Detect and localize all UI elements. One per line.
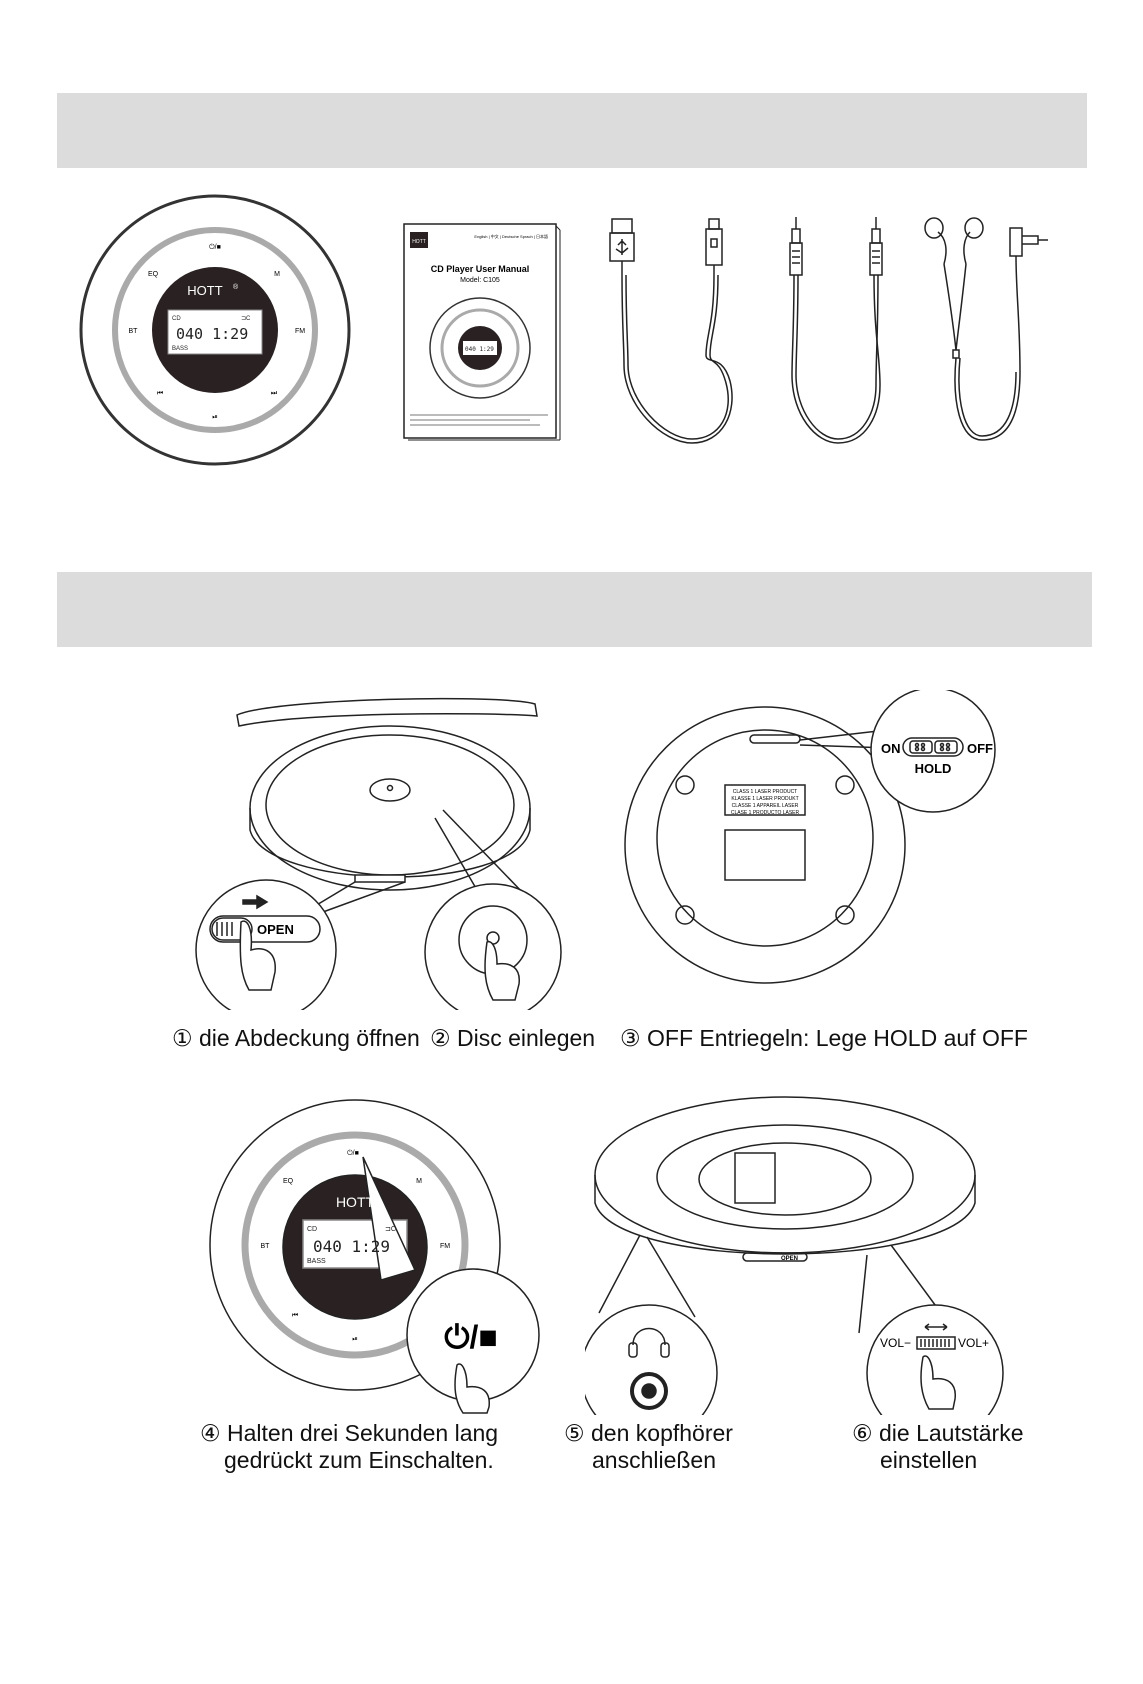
lcd-time-display: 040 1:29 [176, 325, 248, 343]
svg-text:BASS: BASS [172, 346, 188, 352]
svg-text:M: M [416, 1178, 422, 1185]
manual-languages: English | 中文 | Deutsche Sprach | 日本語 [474, 233, 548, 239]
step-4-caption-line-2: gedrückt zum Einschalten. [224, 1447, 494, 1474]
svg-text:⏻/■: ⏻/■ [347, 1149, 359, 1157]
svg-text:HOTT: HOTT [336, 1194, 375, 1210]
svg-text:OPEN: OPEN [781, 1256, 798, 1262]
open-slider-label: OPEN [257, 922, 294, 937]
svg-text:⏮: ⏮ [292, 1312, 298, 1319]
svg-text:⏯: ⏯ [352, 1336, 358, 1343]
vol-minus-label: VOL− [880, 1336, 911, 1350]
power-stop-icon: ⏻/■ [444, 1319, 498, 1355]
play-button: ⏯ [212, 414, 218, 421]
svg-text:FM: FM [440, 1243, 450, 1250]
step-6-caption-line-2: einstellen [880, 1447, 977, 1474]
svg-text:040 1:29: 040 1:29 [313, 1237, 390, 1256]
m-button: M [274, 271, 280, 278]
step-1-caption: ① die Abdeckung öffnen [172, 1025, 420, 1052]
earphones-image [920, 212, 1060, 452]
hold-switch-illustration: CLASS 1 LASER PRODUCT KLASSE 1 LASER PRO… [615, 690, 1015, 1000]
step-5-caption-line-2: anschließen [592, 1447, 716, 1474]
cd-player-front-image: HOTT ® CD ⊐C 040 1:29 BASS ⏻/■ EQ M BT F… [78, 193, 353, 468]
svg-text:HOTT: HOTT [412, 239, 426, 245]
hold-off-label: OFF [967, 741, 993, 756]
prev-button: ⏮ [157, 390, 163, 397]
step-2-caption: ② Disc einlegen [430, 1025, 595, 1052]
fm-button: FM [295, 328, 305, 335]
vol-plus-label: VOL+ [958, 1336, 989, 1350]
svg-text:BT: BT [261, 1243, 271, 1250]
svg-text:CLASSE 1 APPAREIL LASER: CLASSE 1 APPAREIL LASER [732, 803, 799, 809]
headphone-volume-illustration: OPEN VOL− VOL+ [585, 1095, 1015, 1415]
bt-button: BT [129, 328, 139, 335]
step-4-caption-line-1: ④ Halten drei Sekunden lang [200, 1420, 498, 1447]
svg-text:EQ: EQ [283, 1178, 294, 1185]
manual-title: CD Player User Manual [431, 264, 530, 274]
svg-text:CD: CD [307, 1226, 317, 1233]
next-button: ⏭ [271, 390, 278, 397]
hold-label: HOLD [915, 761, 952, 776]
aux-cable-image [776, 215, 896, 450]
manual-model: Model: C105 [460, 277, 500, 284]
user-manual-booklet-image: HOTT English | 中文 | Deutsche Sprach | 日本… [398, 218, 563, 444]
svg-text:⊐C: ⊐C [385, 1226, 396, 1233]
svg-text:KLASSE 1 LASER PRODUKT: KLASSE 1 LASER PRODUKT [731, 796, 798, 802]
svg-text:®: ® [233, 283, 239, 291]
svg-text:CLASE 1 PRODUCTO LASER: CLASE 1 PRODUCTO LASER [731, 810, 800, 816]
svg-text:CLASS 1 LASER PRODUCT: CLASS 1 LASER PRODUCT [733, 789, 797, 795]
usb-cable-image [602, 215, 737, 450]
power-on-illustration: HOTT CD ⊐C 040 1:29 BASS ⏻/■ EQ M BT FM … [205, 1095, 540, 1415]
open-cover-illustration: OPEN [185, 690, 585, 1010]
power-button: ⏻/■ [209, 243, 221, 251]
section-header-band-1 [57, 93, 1087, 168]
svg-text:BASS: BASS [307, 1258, 326, 1265]
svg-text:CD: CD [172, 316, 181, 322]
section-header-band-2 [57, 572, 1092, 647]
svg-text:⊐C: ⊐C [241, 316, 251, 322]
svg-text:040 1:29: 040 1:29 [465, 346, 494, 353]
step-6-caption-line-1: ⑥ die Lautstärke [852, 1420, 1024, 1447]
hold-on-label: ON [881, 741, 901, 756]
eq-button: EQ [148, 271, 159, 278]
step-3-caption: ③ OFF Entriegeln: Lege HOLD auf OFF [620, 1025, 1028, 1052]
step-5-caption-line-1: ⑤ den kopfhörer [564, 1420, 733, 1447]
brand-logo: HOTT [187, 283, 222, 298]
